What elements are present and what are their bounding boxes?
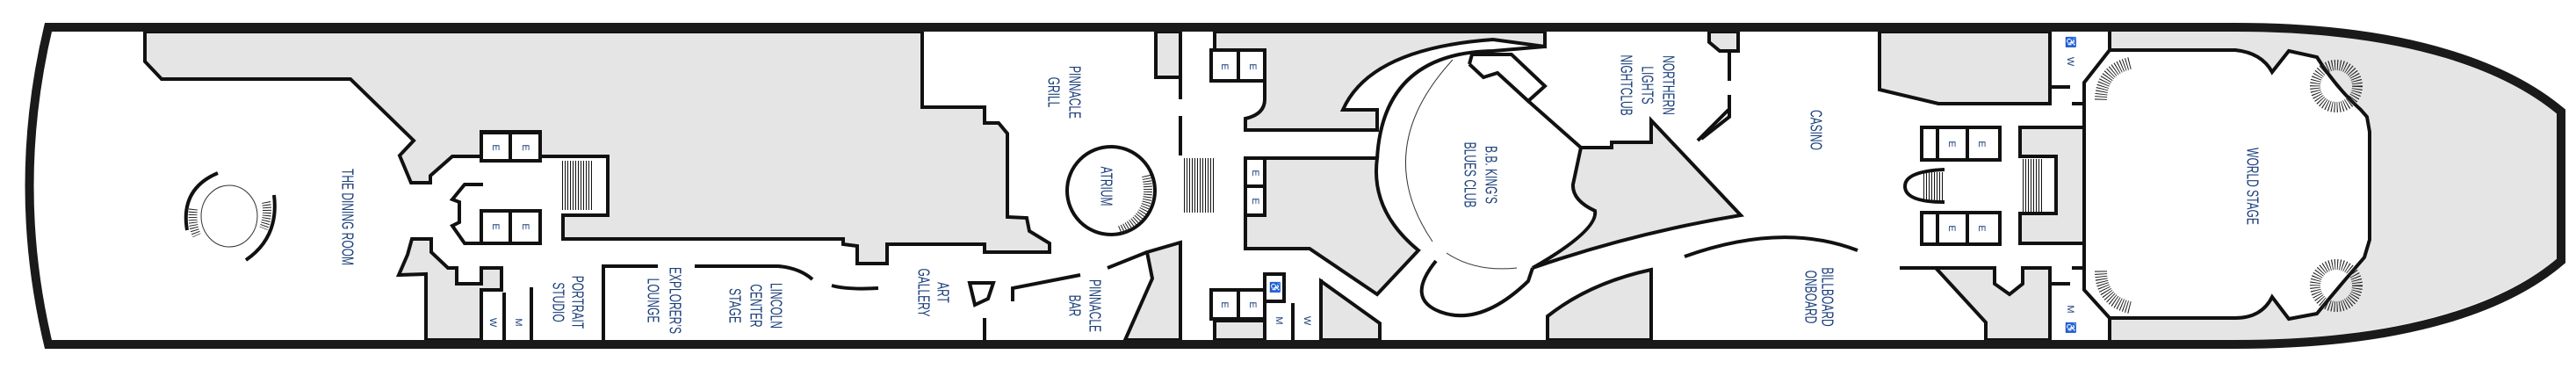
label-billboard-onboard[interactable]: BILLBOARD <box>1818 267 1836 326</box>
grill-service-area <box>1154 30 1182 79</box>
elevator-icon: E <box>1946 141 1957 147</box>
label-bb-kings[interactable]: B.B. KING’S <box>1482 146 1499 204</box>
atrium-wall <box>1065 145 1157 236</box>
label-northern-lights[interactable]: NORTHERN <box>1659 55 1677 115</box>
wall <box>449 183 540 245</box>
label-lincoln-center[interactable]: LINCOLN <box>767 283 784 329</box>
wheelchair-icon: ♿ <box>2065 322 2076 334</box>
elevator-icon: E <box>1946 225 1957 231</box>
label-billboard-onboard[interactable]: ONBOARD <box>1801 271 1819 324</box>
hull-outline <box>25 23 2565 349</box>
spiral-stairs <box>2310 259 2363 312</box>
dining-stair-wall <box>184 171 277 262</box>
label-world-stage[interactable]: WORLD STAGE <box>2243 148 2261 225</box>
elevator-icon: E <box>1219 301 1230 307</box>
wall <box>695 264 814 281</box>
label-portrait-studio[interactable]: PORTRAIT <box>568 276 586 329</box>
wall <box>1011 273 1081 301</box>
upper-mid-area <box>1213 30 1547 132</box>
aft-upper-area <box>143 30 1051 265</box>
club-side-area <box>1532 115 1745 270</box>
mens-restroom-icon: M <box>513 318 523 326</box>
service-area <box>1213 319 1266 342</box>
elevator-block <box>1920 211 2002 246</box>
label-portrait-studio[interactable]: STUDIO <box>549 282 566 322</box>
mens-restroom-icon: M <box>2065 305 2075 313</box>
label-art-gallery[interactable]: ART <box>934 282 951 303</box>
elevator-icon: E <box>490 144 501 150</box>
label-art-gallery[interactable]: GALLERY <box>914 268 932 317</box>
wall <box>602 264 658 340</box>
bb-kings-stage-wall <box>1468 53 1548 104</box>
dining-stairs <box>188 201 271 238</box>
label-pinnacle-bar[interactable]: PINNACLE <box>1086 279 1103 332</box>
label-pinnacle-grill[interactable]: PINNACLE <box>1065 66 1083 119</box>
label-pinnacle-grill[interactable]: GRILL <box>1044 77 1062 108</box>
label-lincoln-center[interactable]: CENTER <box>747 284 764 327</box>
wheelchair-icon: ♿ <box>2065 36 2076 48</box>
lower-mid-area <box>1244 156 1421 297</box>
label-dining-room[interactable]: THE DINING ROOM <box>338 169 356 265</box>
wall <box>831 284 879 291</box>
mens-restroom-icon: M <box>1274 316 1284 324</box>
label-northern-lights[interactable]: NIGHTCLUB <box>1617 54 1634 115</box>
bb-kings-wall <box>1375 45 1546 159</box>
core-stair-wall <box>1902 168 1945 204</box>
elevator-icon: E <box>1247 301 1258 307</box>
label-explorers-lounge[interactable]: EXPLORER’S <box>666 267 683 334</box>
elevator-icon: E <box>1250 170 1260 176</box>
elevator-icon: E <box>520 144 530 150</box>
elevator-icon: E <box>1250 198 1260 204</box>
womens-restroom-icon: W <box>2065 57 2075 67</box>
billboard-wall <box>1684 235 1858 258</box>
dining-stair-well <box>200 184 258 248</box>
world-stage-area <box>2082 48 2371 322</box>
billboard-service-area <box>1931 266 2052 342</box>
elevator-icon: E <box>1247 63 1258 69</box>
label-northern-lights[interactable]: LIGHTS <box>1638 66 1656 104</box>
elevator-block <box>1920 126 2002 162</box>
label-lincoln-center[interactable]: STAGE <box>725 288 743 323</box>
label-casino[interactable]: CASINO <box>1807 110 1824 150</box>
casino-upper-area <box>1878 30 2052 105</box>
bb-kings-stage-edge <box>1404 59 1454 242</box>
bb-kings-stage-edge <box>1446 252 1518 270</box>
wall <box>1526 99 1583 149</box>
wall <box>1696 108 1730 142</box>
label-atrium[interactable]: ATRIUM <box>1097 166 1115 206</box>
spiral-stairs <box>2310 60 2363 112</box>
elevator-icon: E <box>1976 225 1987 231</box>
label-bb-kings[interactable]: BLUES CLUB <box>1461 142 1478 208</box>
label-pinnacle-bar[interactable]: BAR <box>1065 295 1083 317</box>
gallery-pillar <box>967 281 996 307</box>
elevator-icon: E <box>1976 141 1987 147</box>
nightclub-nook <box>1707 30 1740 53</box>
bb-kings-lower-wall <box>1419 259 1534 318</box>
wheelchair-icon: ♿ <box>1269 281 1281 293</box>
label-explorers-lounge[interactable]: LOUNGE <box>644 278 661 323</box>
elevator-icon: E <box>1219 63 1230 69</box>
aft-lower-area <box>395 237 503 342</box>
accessible-restroom <box>1263 272 1286 303</box>
wall <box>1699 95 1731 141</box>
elevator-icon: E <box>490 223 501 229</box>
womens-restroom-icon: W <box>487 318 498 328</box>
elevator-icon: E <box>520 223 530 229</box>
wall <box>1107 250 1148 270</box>
lower-right-area <box>1546 267 1653 342</box>
womens-restroom-icon: W <box>1302 316 1312 326</box>
